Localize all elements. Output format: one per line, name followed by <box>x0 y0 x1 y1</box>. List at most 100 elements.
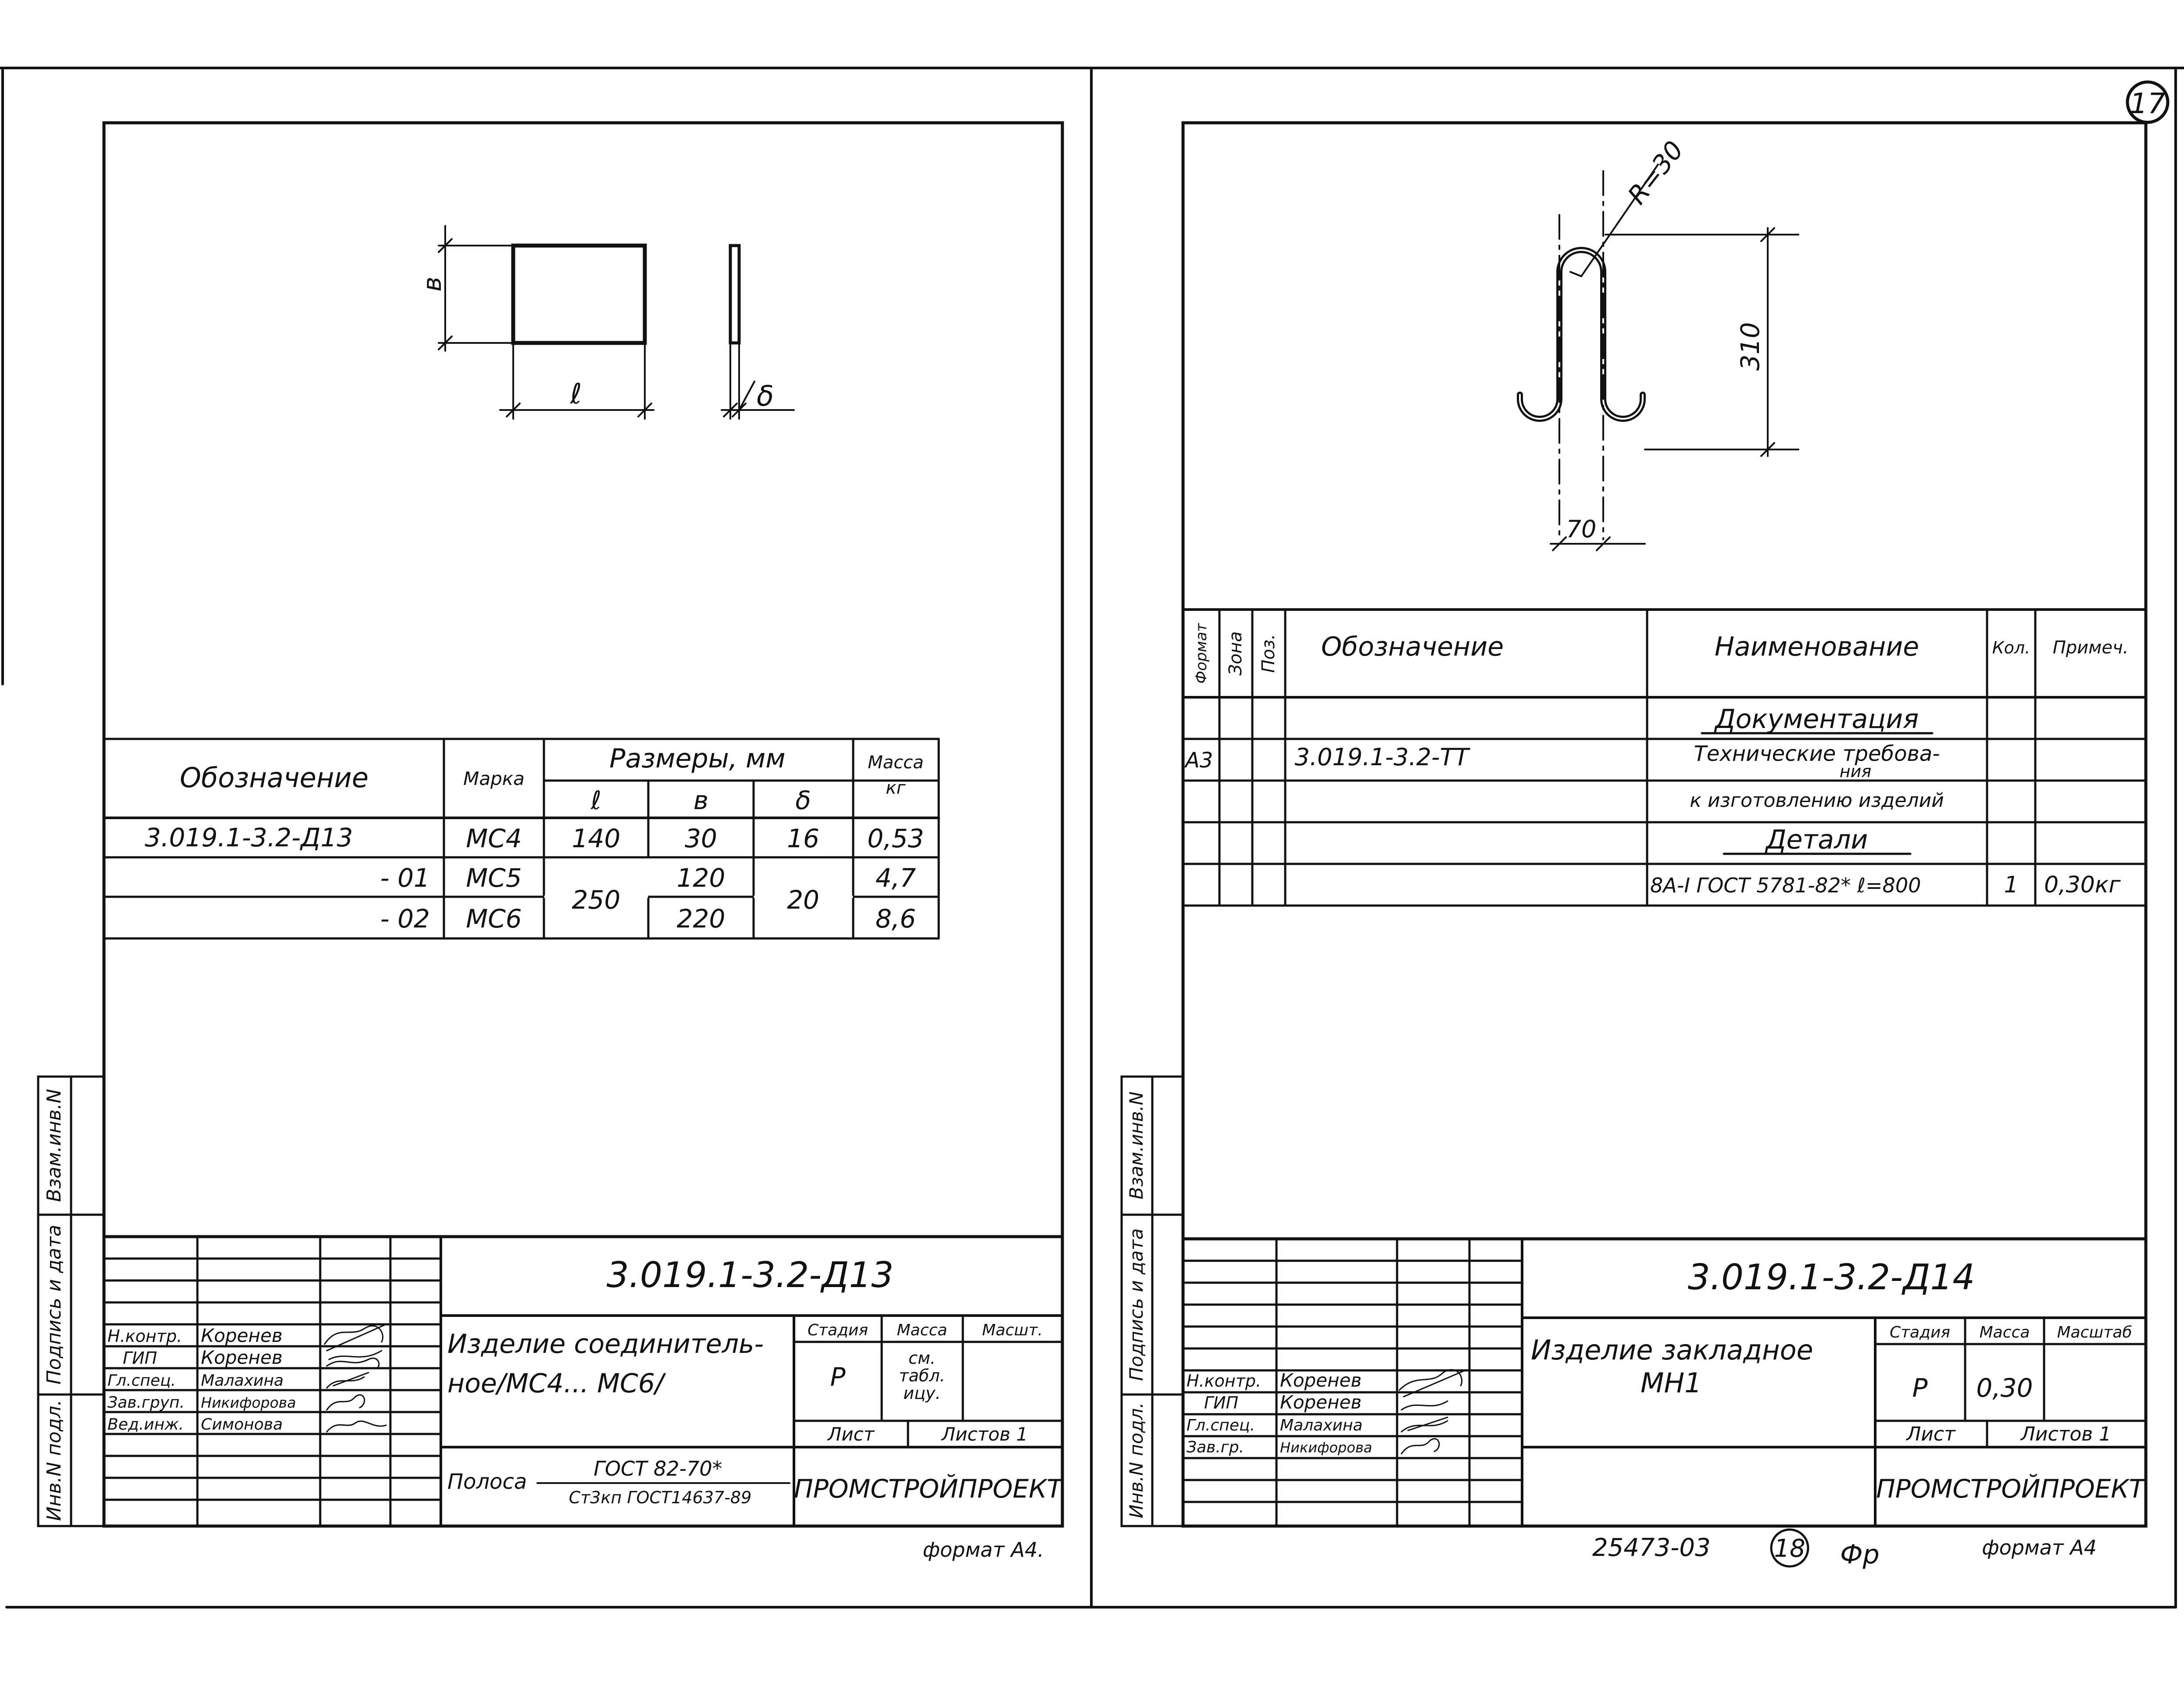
role-4: Зав.груп. <box>107 1394 185 1412</box>
left-frame <box>102 121 1064 1528</box>
right-side-stamp <box>1120 1075 1184 1527</box>
dim-radius: R=30 <box>1622 136 1689 210</box>
dim-delta-label: δ <box>757 380 774 413</box>
right-title-block <box>1181 1237 2148 1527</box>
col-mass: Масса <box>868 753 924 773</box>
page-number: 17 <box>2130 88 2166 120</box>
col-pos: Поз. <box>1258 634 1279 673</box>
r-mass-label: Масса <box>1980 1323 2030 1341</box>
sub-delta: δ <box>795 785 811 815</box>
name-5: Симонова <box>201 1416 283 1434</box>
role-5: Вед.инж. <box>107 1416 184 1434</box>
anchor-body <box>1556 247 1646 422</box>
row1-mass: 0,53 <box>867 824 924 853</box>
section-parts: Детали <box>1765 824 1868 855</box>
left-format: формат А4. <box>923 1538 1044 1562</box>
left-signatures <box>324 1323 387 1433</box>
col-name: Наименование <box>1715 631 1919 662</box>
r-name-3: Малахина <box>1280 1416 1363 1434</box>
mass-value-line2: табл. <box>899 1366 945 1385</box>
col-designation: Обозначение <box>180 762 368 794</box>
right-signatures <box>1398 1369 1466 1455</box>
role-3: Гл.спец. <box>107 1372 176 1390</box>
sheets-label: Листов 1 <box>941 1423 1028 1445</box>
row2-mark: МС5 <box>466 863 522 893</box>
stage-label: Стадия <box>808 1321 868 1339</box>
row2-delta: 20 <box>787 885 819 915</box>
left-title-block <box>102 1235 1064 1527</box>
row2-mass: 4,7 <box>876 863 916 893</box>
initials: Фр <box>1840 1539 1880 1570</box>
col-mass-unit: кг <box>886 778 906 798</box>
right-org: ПРОМСТРОЙПРОЕКТ <box>1876 1473 2146 1504</box>
plate-side-view <box>729 244 741 345</box>
r-sheet-label: Лист <box>1905 1423 1956 1445</box>
material-top: ГОСТ 82-70* <box>593 1457 722 1480</box>
side-signature-date: Подпись и дата <box>43 1225 65 1384</box>
right-format: формат А4 <box>1982 1536 2097 1559</box>
row3-b: 220 <box>677 904 726 934</box>
col-format: Формат <box>1193 623 1210 684</box>
right-frame <box>1181 121 2148 1528</box>
dim-width: 70 <box>1566 515 1597 543</box>
part-name: 8А-I ГОСТ 5781-82* ℓ=800 <box>1650 874 1921 897</box>
spec-table <box>1182 608 2147 907</box>
part-note: 0,30кг <box>2044 872 2121 898</box>
col-mark: Марка <box>463 768 525 789</box>
stage-value: Р <box>830 1362 846 1392</box>
sizes-table <box>103 738 940 940</box>
archive-number: 25473-03 <box>1592 1534 1711 1562</box>
row1-designation: 3.019.1-3.2-Д13 <box>145 823 353 852</box>
right-title-line1: Изделие закладное <box>1531 1334 1813 1366</box>
mass-label: Масса <box>897 1321 947 1339</box>
row3-mass: 8,6 <box>876 904 916 934</box>
r-role-4: Зав.гр. <box>1187 1438 1244 1456</box>
sub-l: ℓ <box>590 785 601 815</box>
section-docs: Документация <box>1714 704 1919 735</box>
col-note: Примеч. <box>2053 638 2129 658</box>
mass-value-line1: см. <box>908 1348 936 1368</box>
sub-b: в <box>693 785 708 815</box>
plate-front-view <box>511 243 647 345</box>
sheet-label: Лист <box>827 1423 875 1445</box>
circled-number-ring <box>1770 1528 1809 1568</box>
name-3: Малахина <box>201 1372 284 1390</box>
right-side-signature-date: Подпись и дата <box>1126 1228 1147 1381</box>
row2-l: 250 <box>572 885 621 915</box>
circled-number: 18 <box>1774 1534 1805 1563</box>
col-sizes: Размеры, мм <box>609 743 785 774</box>
r-name-1: Коренев <box>1280 1370 1362 1391</box>
material-bottom: Ст3кп ГОСТ14637-89 <box>569 1488 752 1507</box>
right-sheet: R=30 310 70 Формат Зона Поз. Обозначение… <box>1120 121 2148 1570</box>
mass-value-line3: ицу. <box>903 1384 940 1403</box>
anchor-drawing: R=30 310 70 <box>1517 136 1799 551</box>
row1-l: 140 <box>572 824 621 853</box>
scale-label: Масшт. <box>982 1321 1043 1339</box>
dim-height: 310 <box>1735 322 1765 371</box>
doc-name-line2: ния <box>1840 762 1871 781</box>
row3-designation: - 02 <box>380 904 430 934</box>
left-sheet: в ℓ δ Обозначение Марка Размеры, мм Масс… <box>37 121 1064 1562</box>
right-doc-code: 3.019.1-3.2-Д14 <box>1688 1257 1975 1298</box>
row3-mark: МС6 <box>466 904 522 934</box>
name-4: Никифорова <box>201 1394 296 1411</box>
side-inv-no: Инв.N подл. <box>43 1400 65 1521</box>
left-org: ПРОМСТРОЙПРОЕКТ <box>794 1473 1064 1504</box>
row1-delta: 16 <box>787 824 819 853</box>
page-number-badge: 17 <box>2126 80 2170 124</box>
dim-b-label: в <box>417 277 447 292</box>
right-side-inv-no: Инв.N подл. <box>1126 1402 1147 1518</box>
left-doc-code: 3.019.1-3.2-Д13 <box>607 1255 894 1295</box>
right-side-replace-inv: Взам.инв.N <box>1126 1091 1147 1199</box>
doc-name-line3: к изготовлению изделий <box>1690 789 1944 812</box>
name-2: Коренев <box>201 1347 282 1368</box>
r-sheets-label: Листов 1 <box>2020 1423 2111 1445</box>
dim-l-label: ℓ <box>570 378 582 410</box>
doc-designation: 3.019.1-3.2-ТТ <box>1295 743 1471 771</box>
r-stage-value: Р <box>1912 1373 1928 1403</box>
r-mass-value: 0,30 <box>1976 1373 2033 1403</box>
r-scale-label: Масштаб <box>2057 1323 2132 1341</box>
r-name-2: Коренев <box>1280 1391 1362 1413</box>
row1-mark: МС4 <box>466 824 522 853</box>
